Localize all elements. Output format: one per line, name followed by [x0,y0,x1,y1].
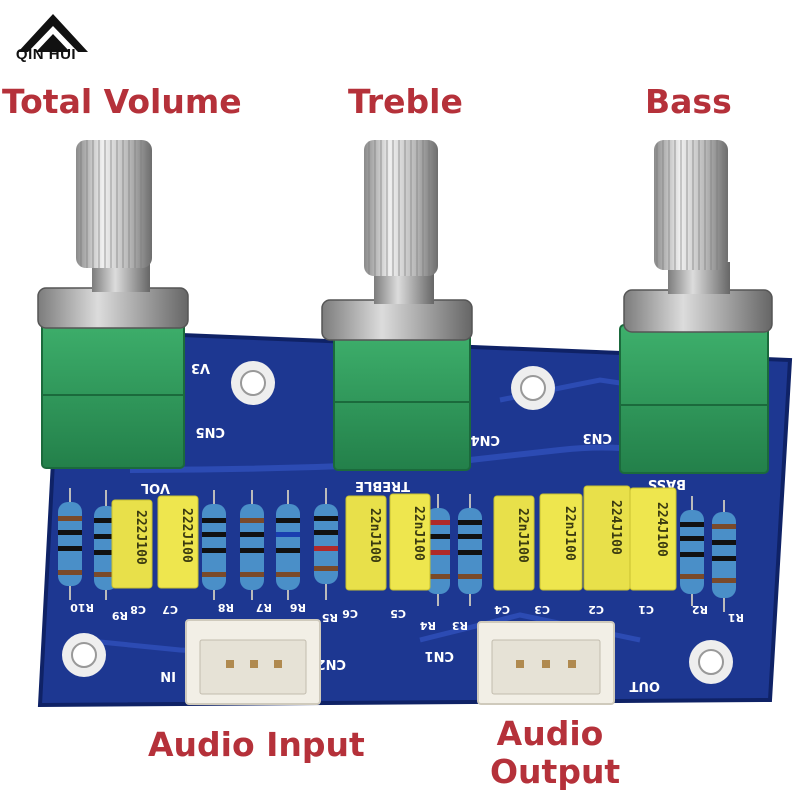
label-cn2: CN2 [317,656,346,671]
caption-audio-input: Audio Input [148,725,365,764]
potentiometer-bass[interactable] [619,140,773,474]
caption-total-volume: Total Volume [2,82,242,121]
label-treble: TREBLE [355,478,410,493]
capacitor-c1-value: 224J100 [654,502,669,557]
capacitor-c5-value: 22nJ100 [411,506,426,561]
label-r6: R6 [290,601,306,614]
label-c1: C1 [638,603,654,616]
capacitor-c7: 222J100 [157,495,199,589]
capacitor-c2: 224J100 [583,485,631,591]
label-cn3: CN3 [583,430,612,445]
capacitor-c5: 22nJ100 [389,493,431,591]
caption-audio-output-line2: Output [490,752,621,791]
logo-text: QIN HUI [15,46,77,63]
resistor [276,490,300,600]
capacitor-c8-value: 222J100 [133,510,148,565]
label-r10: R10 [70,601,94,614]
logo-roof-icon [18,14,88,52]
mounting-hole [231,361,275,405]
label-c2: C2 [588,603,604,616]
potentiometer-volume[interactable] [37,140,189,469]
capacitor-c7-value: 222J100 [179,508,194,563]
label-in: IN [160,668,176,683]
label-v3: V3 [191,360,210,375]
resistor [712,500,736,612]
capacitor-c3-value: 22nJ100 [562,506,577,561]
resistor [314,488,338,600]
caption-audio-output-line1: Audio [496,714,604,753]
capacitor-c4: 22nJ100 [493,495,535,591]
mounting-hole [689,640,733,684]
mounting-hole [511,366,555,410]
label-c6: C6 [342,607,358,620]
label-c5: C5 [390,607,406,620]
label-out: OUT [629,678,660,693]
capacitor-c6: 22nJ100 [345,495,387,591]
label-c7: C7 [162,603,178,616]
label-c8: C8 [130,603,146,616]
label-r9: R9 [112,609,128,622]
label-r8: R8 [218,601,234,614]
capacitor-c3: 22nJ100 [539,493,583,591]
capacitor-c2-value: 224J100 [608,500,623,555]
capacitor-c6-value: 22nJ100 [367,508,382,563]
capacitor-c4-value: 22nJ100 [515,508,530,563]
label-vol: VOL [141,480,170,495]
resistor [426,494,450,606]
label-cn5: CN5 [196,424,225,439]
mounting-hole [62,633,106,677]
label-r5: R5 [322,611,338,624]
capacitor-c8: 222J100 [111,499,153,589]
label-cn4: CN4 [471,432,500,447]
resistor [202,490,226,600]
label-r3: R3 [452,619,468,632]
label-cn1: CN1 [425,648,454,663]
caption-treble: Treble [348,82,463,121]
label-r1: R1 [728,611,744,624]
label-c4: C4 [494,603,510,616]
resistor [58,488,82,600]
capacitor-c1: 224J100 [629,487,677,591]
resistor [458,494,482,606]
caption-audio-output: Audio Output [490,714,621,791]
caption-bass: Bass [645,82,732,121]
potentiometer-treble[interactable] [321,140,473,471]
resistor [680,496,704,606]
label-r2: R2 [692,603,708,616]
label-bass: BASS [648,476,686,491]
label-r7: R7 [256,601,272,614]
label-c3: C3 [534,603,550,616]
connector-audio-output[interactable] [477,621,615,705]
label-r4: R4 [420,619,436,632]
resistor [240,490,264,600]
connector-audio-input[interactable] [185,619,321,705]
